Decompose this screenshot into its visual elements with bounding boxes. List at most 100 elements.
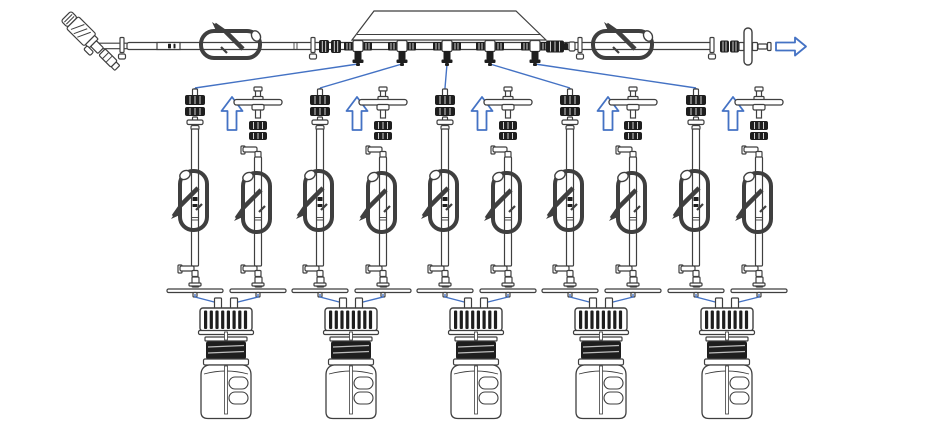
- vent-filter-icon: [608, 86, 658, 119]
- fill-line-4: [541, 88, 599, 298]
- vent-filter-icon: [738, 27, 772, 66]
- tubing: [628, 156, 638, 267]
- thread-band-icon: [707, 341, 747, 359]
- port-plate-icon: [354, 288, 412, 298]
- dip-tube-icon: [599, 331, 603, 415]
- elbow-barb-icon: [552, 264, 574, 278]
- filling-station-1: [166, 86, 287, 420]
- vent-line-5: [730, 86, 788, 298]
- outlet-assembly: [546, 22, 772, 66]
- elbow-barb-icon: [365, 264, 387, 278]
- quick-connector-icon: [750, 121, 768, 140]
- luer-fitting-icon: [707, 36, 717, 60]
- luer-fitting-icon: [308, 36, 318, 60]
- pinch-clamp-icon: [591, 22, 654, 60]
- elbow-barb-icon: [678, 264, 700, 278]
- elbow-barb-icon: [365, 145, 387, 159]
- bottle-4: [572, 297, 630, 420]
- filling-station-5: [667, 86, 788, 420]
- elbow-barb-icon: [615, 145, 637, 159]
- thread-band-icon: [456, 341, 496, 359]
- port-plate-icon: [479, 288, 537, 298]
- luer-fitting-icon: [117, 36, 127, 60]
- inlet-assembly: [61, 11, 127, 71]
- filling-station-3: [416, 86, 537, 420]
- vent-filter-icon: [358, 86, 408, 119]
- tubing: [503, 156, 513, 267]
- pinch-clamp-icon: [359, 171, 397, 234]
- fill-line-1: [166, 88, 224, 298]
- tubing: [754, 156, 764, 267]
- pinch-clamp-icon: [421, 169, 459, 232]
- dip-tube-icon: [725, 331, 729, 415]
- quick-connector-pair-icon: [319, 40, 341, 53]
- tee-connector-4: [476, 39, 504, 66]
- grip-indents: [729, 376, 750, 405]
- thread-band-icon: [206, 341, 246, 359]
- elbow-barb-icon: [615, 264, 637, 278]
- port-plate-icon: [541, 288, 599, 298]
- vent-filter-icon: [233, 86, 283, 119]
- vent-line-3: [479, 86, 537, 298]
- quick-connector-icon: [185, 88, 205, 123]
- port-plate-icon: [416, 288, 474, 298]
- pinch-clamp-icon: [735, 171, 773, 234]
- port-plate-icon: [291, 288, 349, 298]
- port-plate-icon: [604, 288, 662, 298]
- tee-connector-2: [388, 39, 416, 66]
- elbow-barb-icon: [240, 264, 262, 278]
- grip-indents: [353, 376, 374, 405]
- two-port-cap-icon: [698, 307, 756, 342]
- thread-band-icon: [581, 341, 621, 359]
- tee-connector-3: [433, 39, 461, 66]
- filling-station-2: [291, 86, 412, 420]
- plate-to-cap-tubing-lines: [444, 294, 509, 304]
- angled-capped-connector-icon: [61, 11, 120, 71]
- quick-connector-icon: [374, 121, 392, 140]
- bottle-2: [322, 297, 380, 420]
- tubing-label: [156, 41, 181, 51]
- two-port-cap-icon: [322, 307, 380, 342]
- vent-line-1: [229, 86, 287, 298]
- elbow-barb-icon: [302, 264, 324, 278]
- tubing: [378, 156, 388, 267]
- dip-tube-icon: [474, 331, 478, 415]
- manifold-assembly: [61, 10, 772, 71]
- fill-line-3: [416, 88, 474, 298]
- fill-line-5: [667, 88, 725, 298]
- luer-fitting-icon: [575, 36, 585, 60]
- elbow-barb-icon: [741, 264, 763, 278]
- plate-to-cap-tubing-lines: [695, 294, 760, 304]
- two-port-cap-icon: [197, 307, 255, 342]
- plate-to-cap-tubing-lines: [194, 294, 259, 304]
- pinch-clamp-icon: [546, 169, 584, 232]
- bottle-5: [698, 297, 756, 420]
- port-plate-icon: [229, 288, 287, 298]
- vent-line-2: [354, 86, 412, 298]
- pinch-clamp-icon: [234, 171, 272, 234]
- elbow-barb-icon: [490, 264, 512, 278]
- plate-to-cap-tubing-lines: [319, 294, 384, 304]
- pinch-clamp-icon: [484, 171, 522, 234]
- pinch-clamp-icon: [171, 169, 209, 232]
- tubing: [253, 156, 263, 267]
- quick-connector-icon: [435, 88, 455, 123]
- elbow-barb-icon: [741, 145, 763, 159]
- elbow-barb-icon: [490, 145, 512, 159]
- two-port-cap-icon: [447, 307, 505, 342]
- tee-connector-1: [344, 39, 372, 66]
- quick-connector-icon: [560, 88, 580, 123]
- flow-arrow-right-icon: [775, 36, 807, 57]
- dip-tube-icon: [224, 331, 228, 415]
- dip-tube-icon: [349, 331, 353, 415]
- knurled-connector-icon: [720, 40, 739, 53]
- grip-indents: [603, 376, 624, 405]
- quick-connector-icon: [624, 121, 642, 140]
- vent-filter-icon: [483, 86, 533, 119]
- pinch-clamp-icon: [609, 171, 647, 234]
- port-plate-icon: [730, 288, 788, 298]
- tee-connector-5: [521, 39, 549, 66]
- manifold-to-station-tubing-lines: [194, 63, 697, 89]
- filling-station-4: [541, 86, 662, 420]
